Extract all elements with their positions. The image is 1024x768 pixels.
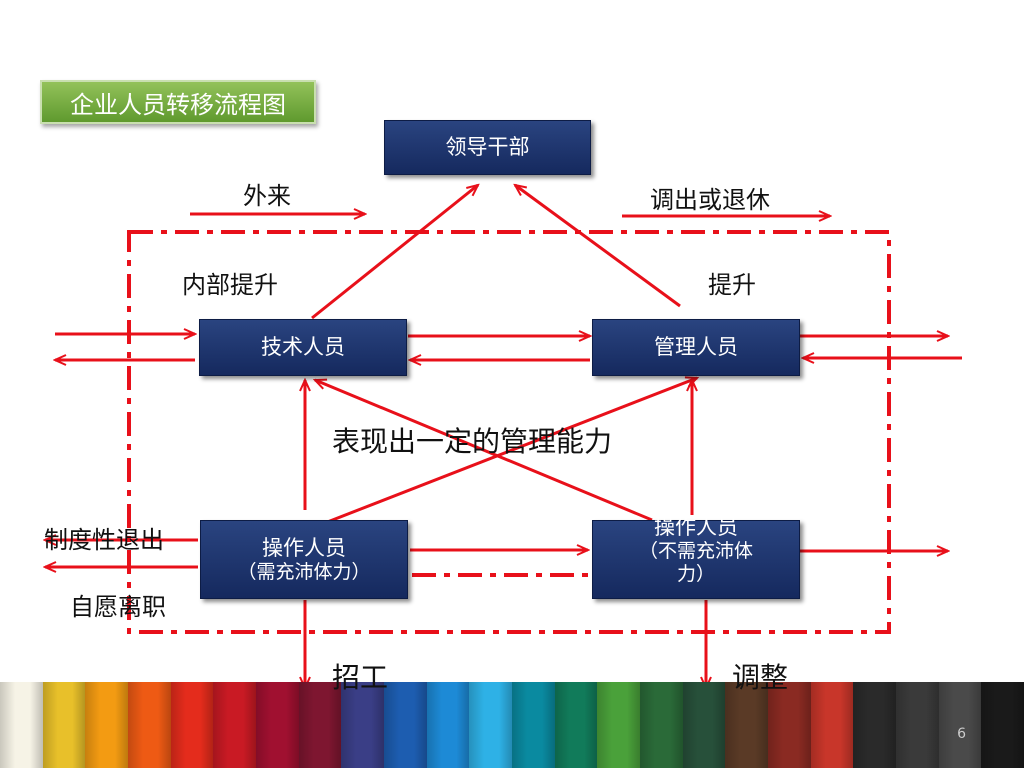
color-stripe (256, 682, 299, 768)
node-leader: 领导干部 (384, 120, 591, 175)
label-institutional-exit: 制度性退出 (44, 526, 164, 554)
arrow-opa-to-management (311, 378, 697, 530)
label-adjust: 调整 (732, 661, 789, 694)
operator-a-line1: 操作人员 (262, 535, 346, 560)
color-stripe (0, 682, 43, 768)
color-stripe (768, 682, 811, 768)
color-stripe (725, 682, 769, 768)
node-operator-a: 操作人员 （需充沛体力） (200, 520, 408, 599)
color-stripe (981, 682, 1024, 768)
color-stripe (128, 682, 171, 768)
page-number: 6 (957, 726, 966, 742)
label-management-ability: 表现出一定的管理能力 (332, 425, 613, 458)
color-stripe (384, 682, 427, 768)
color-stripe (554, 682, 598, 768)
color-stripe (170, 682, 214, 768)
color-stripe (853, 682, 897, 768)
operator-b-line3: 力） (676, 562, 715, 585)
label-voluntary-leave: 自愿离职 (70, 593, 166, 621)
color-stripe (213, 682, 257, 768)
arrow-opb-to-tech (315, 380, 653, 522)
color-stripe (682, 682, 726, 768)
node-operator-b: 操作人员 （不需充沛体 力） (592, 515, 800, 599)
operator-b-line1: 操作人员 (654, 515, 738, 539)
color-stripe (42, 682, 86, 768)
label-promotion: 提升 (708, 271, 756, 299)
arrow-management-to-leader (515, 185, 681, 308)
node-tech: 技术人员 (199, 319, 407, 376)
color-stripe (896, 682, 939, 768)
operator-b-line2: （不需充沛体 (638, 540, 753, 563)
color-stripe (597, 682, 641, 768)
color-stripe (810, 682, 854, 768)
operator-a-line2: （需充沛体力） (237, 560, 371, 583)
color-stripe-banner (0, 682, 1024, 768)
label-external: 外来 (243, 182, 291, 210)
label-recruit: 招工 (332, 661, 389, 694)
page-title: 企业人员转移流程图 (40, 80, 316, 124)
color-stripe (469, 682, 513, 768)
label-transfer-out: 调出或退休 (650, 186, 770, 214)
color-stripe (298, 682, 342, 768)
boundary-frame (127, 230, 891, 634)
color-stripe (640, 682, 683, 768)
color-stripe (512, 682, 555, 768)
color-stripe (426, 682, 470, 768)
label-internal-promotion: 内部提升 (182, 271, 278, 299)
arrow-tech-to-leader (311, 185, 478, 320)
color-stripe (938, 682, 982, 768)
color-stripe (85, 682, 129, 768)
node-management: 管理人员 (592, 319, 800, 376)
color-stripe (341, 682, 385, 768)
